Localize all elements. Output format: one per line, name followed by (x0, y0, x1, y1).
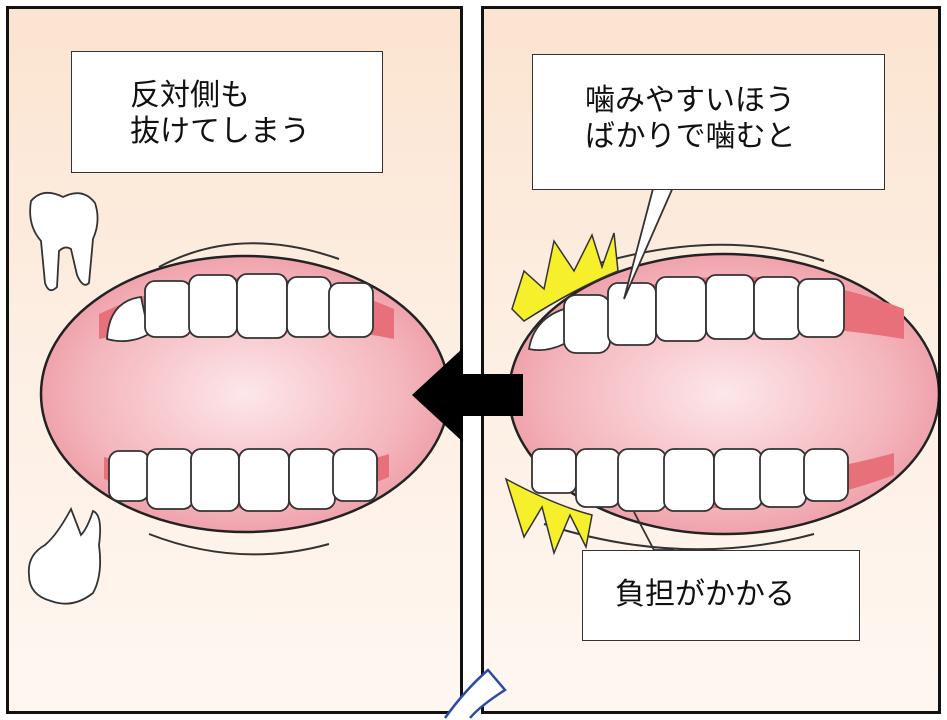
left-panel: 反対側も 抜けてしまう (6, 6, 463, 714)
right-panel: 噛みやすいほう ばかりで噛むと 負担がかかる (481, 6, 941, 714)
left-mouth-illustration (27, 191, 451, 605)
impact-burst-lower-icon (504, 477, 593, 556)
left-caption-box: 反対側も 抜けてしまう (71, 51, 383, 173)
upper-teeth (527, 274, 845, 354)
lost-tooth-upper-icon (29, 191, 99, 292)
lost-tooth-lower-icon (27, 506, 102, 605)
right-top-caption-line-1: 噛みやすいほう (585, 83, 795, 118)
lower-lip-line (148, 533, 330, 556)
upper-lip-line (158, 242, 340, 268)
right-top-caption-line-2: ばかりで噛むと (585, 119, 796, 154)
lower-teeth (108, 448, 378, 512)
lower-teeth (531, 448, 849, 512)
left-caption-line-1: 反対側も (130, 78, 250, 113)
right-top-caption-box: 噛みやすいほう ばかりで噛むと (532, 54, 885, 190)
right-bottom-caption-text: 負担がかかる (615, 577, 795, 612)
right-bottom-caption-box: 負担がかかる (582, 550, 860, 641)
upper-teeth (106, 273, 374, 343)
top-caption-pointer (623, 184, 675, 300)
impact-burst-upper-icon (511, 232, 619, 322)
left-caption-line-2: 抜けてしまう (130, 114, 310, 149)
right-mouth-illustration (504, 184, 938, 556)
